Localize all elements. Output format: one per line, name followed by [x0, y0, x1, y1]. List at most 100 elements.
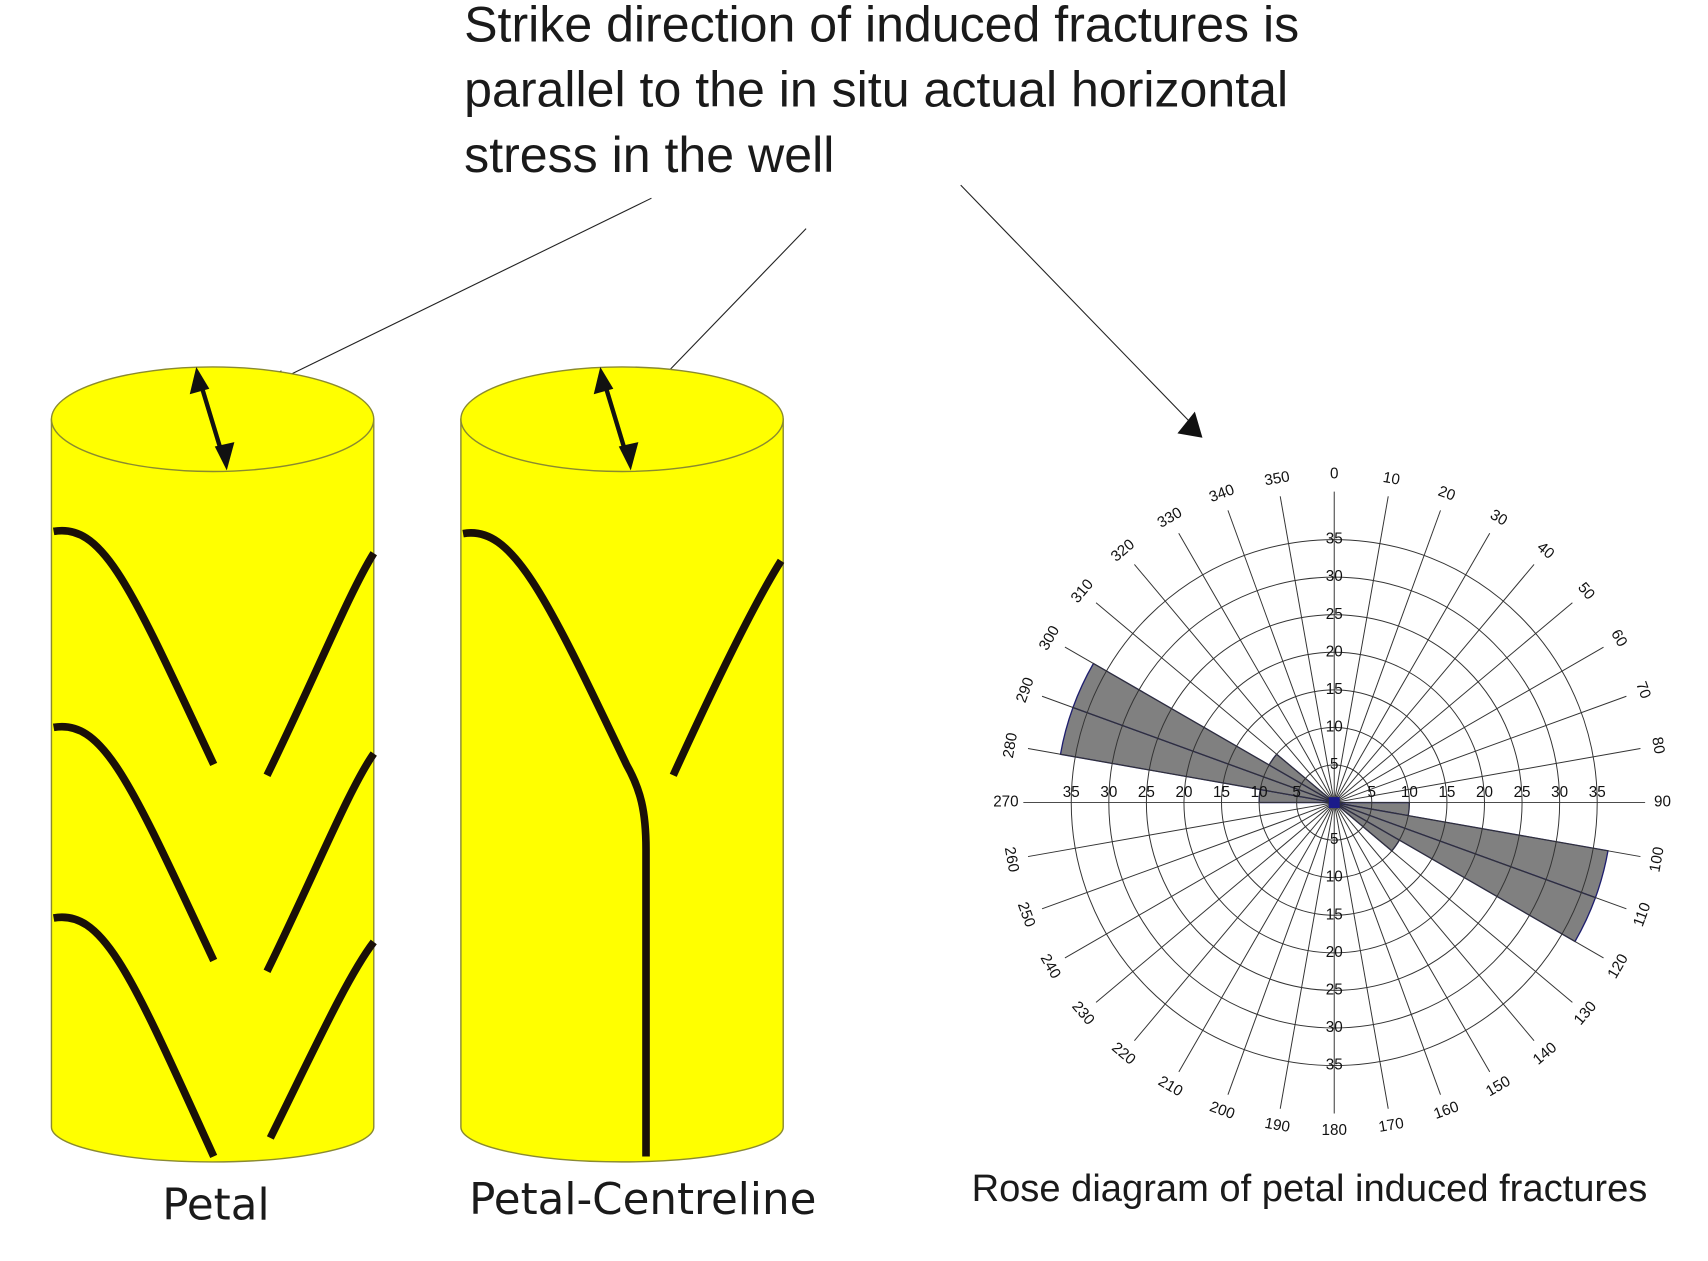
rose-spoke — [1134, 802, 1335, 1042]
arrowhead-icon — [214, 442, 235, 471]
rose-spoke — [1027, 802, 1335, 858]
direction-label: 180 — [1322, 1122, 1347, 1139]
petal-fracture — [52, 526, 218, 767]
radial-tick-label: 10 — [1326, 869, 1343, 886]
centreline-fracture — [462, 529, 650, 1157]
rose-grid — [1023, 491, 1646, 1114]
rose-spoke — [1095, 602, 1335, 803]
radial-tick-label: 20 — [1175, 784, 1192, 801]
rose-spoke — [1064, 646, 1335, 803]
direction-label: 40 — [1534, 539, 1558, 563]
petal-fracture — [263, 751, 377, 974]
direction-label: 270 — [993, 794, 1018, 811]
rose-spoke — [1333, 802, 1491, 1073]
radial-tick-label: 25 — [1138, 784, 1155, 801]
direction-label: 140 — [1530, 1039, 1560, 1068]
direction-label: 80 — [1648, 736, 1668, 756]
direction-label: 240 — [1037, 951, 1064, 982]
core-cylinder-top — [460, 366, 784, 473]
direction-label: 230 — [1068, 998, 1097, 1028]
rose-spoke — [1227, 510, 1335, 803]
radial-tick-label: 10 — [1401, 784, 1418, 801]
core-cylinder-body — [460, 418, 784, 1163]
pointer-line-petal — [276, 197, 652, 382]
direction-label: 30 — [1487, 506, 1510, 529]
direction-label: 160 — [1431, 1098, 1461, 1123]
radial-tick-label: 15 — [1326, 906, 1343, 923]
radial-tick-label: 5 — [1368, 784, 1376, 801]
direction-label: 200 — [1207, 1098, 1237, 1123]
rose-spoke — [1134, 564, 1335, 803]
petal-fracture — [52, 913, 218, 1159]
rose-spoke — [1334, 802, 1641, 858]
rose-spoke — [1041, 802, 1335, 910]
direction-label: 60 — [1607, 627, 1630, 650]
radial-tick-label: 5 — [1330, 831, 1338, 848]
radial-tick-label: 30 — [1100, 784, 1117, 801]
rose-spoke — [1333, 510, 1441, 803]
rose-center-marker — [1328, 797, 1340, 808]
pointer-line-rose — [960, 184, 1190, 422]
title-line-1: Strike direction of induced fractures is — [464, 0, 1299, 52]
radial-tick-label: 20 — [1476, 784, 1493, 801]
title-line-2: parallel to the in situ actual horizonta… — [464, 62, 1288, 118]
core-petal-centreline: Petal-Centreline — [460, 366, 816, 1225]
direction-label: 0 — [1330, 465, 1338, 482]
arrowhead-icon — [1177, 411, 1203, 438]
radial-tick-label: 20 — [1326, 944, 1343, 961]
rose-spoke — [1064, 802, 1335, 959]
direction-label: 300 — [1036, 623, 1063, 654]
direction-label: 120 — [1604, 951, 1631, 982]
petal-fracture — [669, 558, 785, 777]
stress-direction-arrow — [602, 382, 629, 456]
direction-label: 310 — [1068, 576, 1097, 606]
rose-spoke — [1333, 802, 1573, 1003]
radial-tick-label: 30 — [1551, 784, 1568, 801]
direction-label: 320 — [1108, 536, 1138, 565]
rose-spoke — [1095, 802, 1335, 1003]
radial-tick-label: 35 — [1326, 531, 1343, 548]
direction-label: 50 — [1574, 579, 1598, 603]
radial-tick-label: 15 — [1326, 681, 1343, 698]
rose-caption: Rose diagram of petal induced fractures — [972, 1168, 1648, 1210]
rose-spoke — [1333, 602, 1573, 803]
radial-tick-label: 35 — [1326, 1057, 1343, 1074]
radial-tick-label: 5 — [1292, 784, 1300, 801]
rose-spoke — [1333, 802, 1535, 1042]
radial-tick-label: 30 — [1326, 568, 1343, 585]
core-petal: Petal — [50, 366, 378, 1231]
core-cylinder-body — [50, 418, 375, 1163]
direction-label: 100 — [1646, 846, 1667, 874]
pointer-line-centreline — [653, 228, 807, 387]
direction-label: 220 — [1108, 1039, 1138, 1068]
petal-fracture — [266, 939, 377, 1140]
rose-spoke — [1041, 695, 1335, 804]
figure-title: Strike direction of induced fractures is… — [464, 0, 1299, 183]
title-line-3: stress in the well — [464, 127, 834, 183]
radial-tick-label: 20 — [1326, 643, 1343, 660]
arrowhead-icon — [618, 442, 639, 471]
rose-spoke — [1279, 496, 1335, 803]
rose-spoke — [1178, 533, 1335, 803]
direction-label: 210 — [1155, 1073, 1186, 1100]
arrowhead-icon — [593, 366, 614, 395]
direction-label: 90 — [1654, 794, 1671, 811]
direction-label: 150 — [1483, 1073, 1514, 1100]
direction-label: 70 — [1632, 679, 1654, 701]
radial-tick-label: 15 — [1438, 784, 1455, 801]
rose-petals — [1059, 662, 1609, 943]
rose-spoke — [1227, 802, 1335, 1095]
rose-spoke — [1333, 564, 1535, 803]
direction-label: 280 — [1000, 731, 1021, 759]
radial-tick-label: 35 — [1063, 784, 1080, 801]
direction-label: 340 — [1207, 481, 1237, 506]
rose-spoke — [1333, 802, 1389, 1109]
radial-tick-label: 25 — [1326, 606, 1343, 623]
rose-spoke — [1333, 646, 1604, 803]
direction-label: 250 — [1014, 900, 1039, 930]
direction-label: 190 — [1263, 1115, 1291, 1136]
direction-label: 10 — [1382, 469, 1402, 489]
direction-label: 260 — [1001, 846, 1022, 874]
